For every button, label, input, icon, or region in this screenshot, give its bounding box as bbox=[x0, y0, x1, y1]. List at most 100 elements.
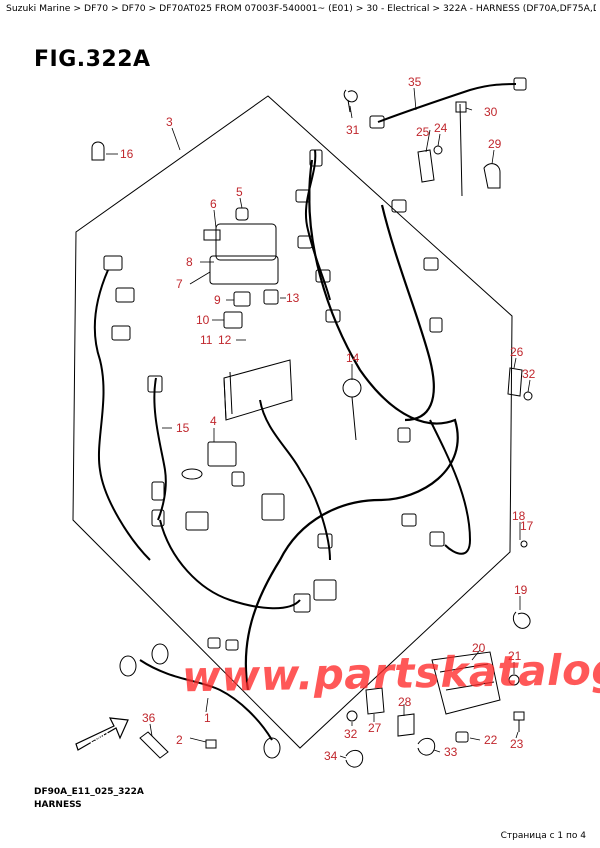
connector-left-4 bbox=[147, 375, 163, 393]
wire-1 bbox=[139, 659, 273, 741]
callout-25: 25 bbox=[416, 125, 430, 139]
bracket-20 bbox=[431, 651, 501, 715]
connector-right-3 bbox=[429, 317, 443, 333]
connector-block-h bbox=[207, 637, 221, 649]
connector-left-5 bbox=[151, 481, 165, 501]
connector-block-c bbox=[313, 579, 337, 601]
callout-3: 3 bbox=[166, 115, 173, 129]
callout-2: 2 bbox=[176, 733, 183, 747]
cable-35-plug-a bbox=[369, 115, 385, 129]
harness-branch-upper bbox=[304, 149, 331, 301]
fuse-box-cover bbox=[215, 223, 277, 261]
clamp-34 bbox=[345, 749, 364, 768]
figure-caption: HARNESS bbox=[34, 800, 82, 810]
washer-17 bbox=[520, 540, 528, 548]
connector-upper-2 bbox=[295, 189, 311, 203]
clip-28 bbox=[397, 713, 415, 737]
callout-1: 1 bbox=[204, 711, 211, 725]
wire-1-end-b bbox=[151, 643, 169, 665]
clamp-33 bbox=[417, 737, 436, 756]
fwd-label: FWD bbox=[88, 729, 111, 748]
callout-5: 5 bbox=[236, 185, 243, 199]
harness-branch-connectors bbox=[259, 399, 331, 561]
wire-2-screw bbox=[205, 739, 217, 749]
fuse-box-seal bbox=[209, 255, 279, 285]
callout-17: 17 bbox=[520, 519, 534, 533]
watermark: www.partskatalog.ru bbox=[181, 643, 600, 702]
callout-28: 28 bbox=[398, 695, 412, 709]
connector-left-1 bbox=[103, 255, 123, 271]
harness-main-cable-2 bbox=[380, 204, 435, 422]
tie-30 bbox=[455, 101, 467, 197]
connector-upper-4 bbox=[315, 269, 331, 283]
relay-10 bbox=[223, 311, 243, 329]
connector-block-g bbox=[231, 471, 245, 487]
callout-11: 11 bbox=[200, 333, 213, 347]
connector-block-e bbox=[317, 533, 333, 549]
grommet-36 bbox=[139, 731, 169, 759]
connector-left-3 bbox=[111, 325, 131, 341]
harness-main-cable bbox=[244, 159, 459, 691]
connector-left-2 bbox=[115, 287, 135, 303]
callout-33: 33 bbox=[444, 745, 458, 759]
frame-outline bbox=[72, 95, 513, 749]
drawing-code: DF90A_E11_025_322A bbox=[34, 787, 144, 797]
connector-right-4 bbox=[397, 427, 411, 443]
callout-32-bottom: 32 bbox=[344, 727, 358, 741]
plug-16 bbox=[91, 141, 105, 161]
nut-21 bbox=[508, 674, 520, 686]
callout-24: 24 bbox=[434, 121, 448, 135]
callout-21: 21 bbox=[508, 649, 522, 663]
callout-13: 13 bbox=[286, 291, 300, 305]
callout-26: 26 bbox=[510, 345, 524, 359]
connector-block-i bbox=[225, 639, 239, 651]
relay-box bbox=[207, 441, 237, 467]
callout-20: 20 bbox=[472, 641, 486, 655]
tie-19 bbox=[512, 611, 531, 629]
callout-34: 34 bbox=[324, 749, 338, 763]
connector-right-2 bbox=[423, 257, 439, 271]
cable-35-plug-b bbox=[513, 77, 527, 91]
callout-10: 10 bbox=[196, 313, 210, 327]
connector-upper-5 bbox=[325, 309, 341, 323]
connector-block-f bbox=[401, 513, 417, 527]
connector-block-d bbox=[293, 593, 311, 613]
callout-4: 4 bbox=[210, 414, 217, 428]
callout-31: 31 bbox=[346, 123, 360, 137]
wire-1-end-a bbox=[119, 655, 137, 677]
connector-upper-1 bbox=[309, 149, 323, 167]
grommet-22 bbox=[455, 731, 469, 743]
callout-29: 29 bbox=[488, 137, 502, 151]
callout-22: 22 bbox=[484, 733, 498, 747]
connector-right-1 bbox=[391, 199, 407, 213]
callout-36: 36 bbox=[142, 711, 156, 725]
screw-32-right bbox=[523, 391, 533, 401]
callout-9: 9 bbox=[214, 293, 221, 307]
callout-14: 14 bbox=[346, 351, 360, 365]
junction-box bbox=[223, 359, 293, 421]
callout-32-right: 32 bbox=[522, 367, 536, 381]
callout-15: 15 bbox=[176, 421, 190, 435]
callout-23: 23 bbox=[510, 737, 524, 751]
cable-35 bbox=[377, 83, 517, 123]
clamp-31 bbox=[343, 89, 358, 113]
bracket-25 bbox=[417, 149, 435, 183]
wire-1-end-c bbox=[263, 737, 281, 759]
relay-13 bbox=[263, 289, 279, 305]
callout-layer: 1 2 3 4 5 6 7 8 9 10 11 12 13 14 15 16 1… bbox=[120, 75, 536, 763]
harness-branch-mid bbox=[153, 377, 167, 521]
sensor-14 bbox=[342, 378, 362, 398]
holder-29 bbox=[483, 163, 501, 189]
screw-24 bbox=[433, 145, 443, 155]
breadcrumb[interactable]: Suzuki Marine > DF70 > DF70 > DF70AT025 … bbox=[6, 3, 596, 14]
callout-30: 30 bbox=[484, 105, 498, 119]
callout-19: 19 bbox=[514, 583, 528, 597]
grommet-5 bbox=[235, 207, 249, 221]
connector-right-5 bbox=[429, 531, 445, 547]
harness-branch-left bbox=[93, 269, 151, 561]
callout-6: 6 bbox=[210, 197, 217, 211]
callout-35: 35 bbox=[408, 75, 422, 89]
callout-8: 8 bbox=[186, 255, 193, 269]
callout-27: 27 bbox=[368, 721, 382, 735]
